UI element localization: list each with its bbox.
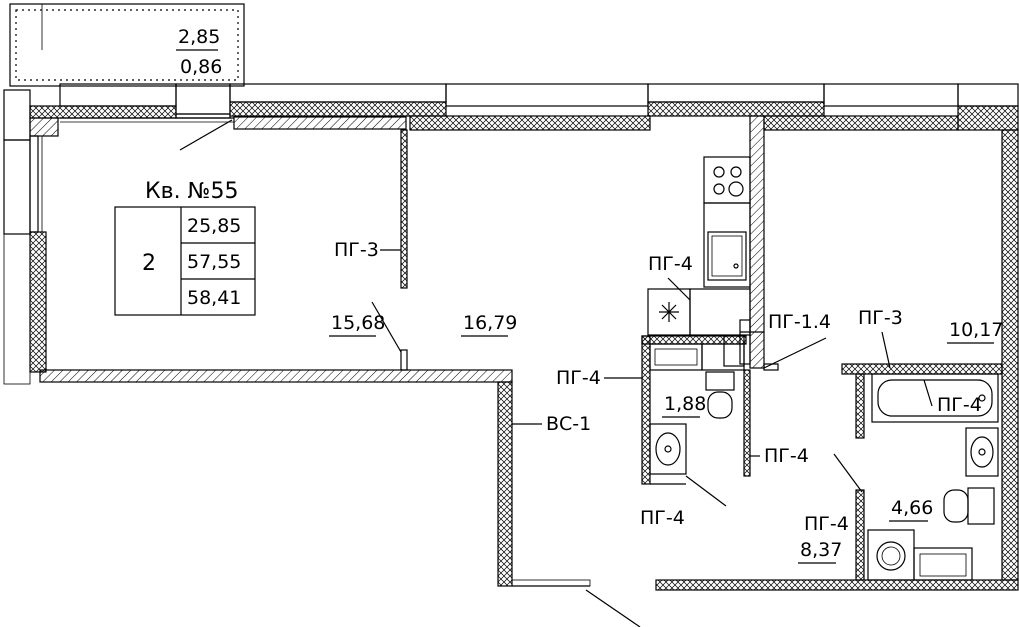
label-pg14: ПГ-1.4 <box>768 311 831 333</box>
total-area: 57,55 <box>187 251 241 273</box>
label-pg4-bath: ПГ-4 <box>937 394 982 416</box>
room2-area: 16,79 <box>463 312 517 334</box>
exterior-wall-bottom-right <box>655 579 1019 591</box>
partition-kitchen-bedroom <box>749 115 765 369</box>
interior-wall-vertical-ventshaft <box>497 381 513 587</box>
exterior-wall-top <box>29 83 1019 131</box>
label-pg4-wc-bottom: ПГ-4 <box>640 507 685 529</box>
bedroom-area: 10,17 <box>949 319 1003 341</box>
label-pg4-wc-left: ПГ-4 <box>556 367 601 389</box>
label-pg4-kitchen: ПГ-4 <box>648 253 693 275</box>
total-area-with-balcony: 58,41 <box>187 287 241 309</box>
apartment-info-table <box>114 206 256 316</box>
wc-room <box>641 319 827 507</box>
balcony-area-a: 2,85 <box>178 26 220 48</box>
balcony <box>9 3 245 87</box>
wc-area: 1,88 <box>664 393 706 415</box>
apartment-title: Кв. №55 <box>145 179 238 204</box>
bath-area: 4,66 <box>891 497 933 519</box>
exterior-wall-right <box>1001 129 1019 581</box>
label-pg3-left: ПГ-3 <box>334 239 379 261</box>
label-pg3-right: ПГ-3 <box>858 307 903 329</box>
balcony-area-b: 0,86 <box>180 56 222 78</box>
hall-area: 8,37 <box>800 539 842 561</box>
label-pg4-wc-right: ПГ-4 <box>764 445 809 467</box>
exterior-wall-left <box>3 89 59 385</box>
living-area: 25,85 <box>187 215 241 237</box>
fridge <box>647 288 691 336</box>
kitchen-stove <box>703 156 751 204</box>
label-pg4-hall: ПГ-4 <box>804 513 849 535</box>
interior-wall-horizontal <box>39 369 513 383</box>
bathroom <box>833 363 1003 581</box>
label-vs1: ВС-1 <box>546 413 591 435</box>
kitchen-sink <box>707 231 747 281</box>
rooms-count: 2 <box>142 251 156 276</box>
partition-pg3-left <box>400 129 408 289</box>
room1-area: 15,68 <box>331 312 385 334</box>
